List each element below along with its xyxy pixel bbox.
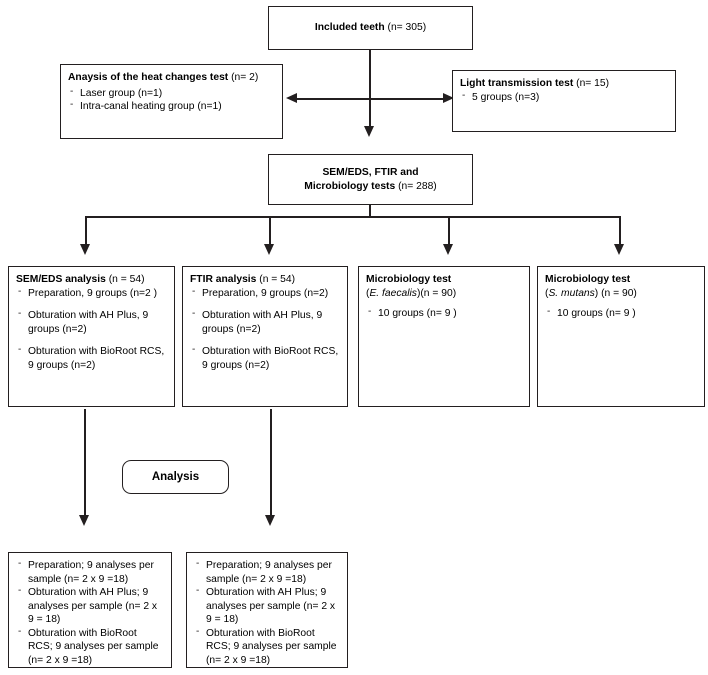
- light-box-item-1: 5 groups (n=3): [460, 89, 668, 105]
- result-left-item-1: Preparation; 9 analyses per sample (n= 2…: [16, 557, 164, 586]
- sem-box-item-3: Obturation with BioRoot RCS, 9 groups (n…: [16, 343, 167, 372]
- heat-box-head: Anaysis of the heat changes test: [68, 72, 229, 83]
- micro1-paren-open: (: [366, 287, 370, 299]
- box-heat-changes-test: Anaysis of the heat changes test (n= 2) …: [60, 64, 283, 139]
- box-microbiology-s-mutans: Microbiology test (S. mutans) (n = 90) 1…: [537, 266, 705, 407]
- connector-left-arm: [296, 98, 370, 100]
- connector-drop-micro2: [619, 216, 621, 246]
- micro2-paren-close: ) (n = 90): [594, 287, 637, 299]
- box-result-left: Preparation; 9 analyses per sample (n= 2…: [8, 552, 172, 668]
- connector-drop-micro1: [448, 216, 450, 246]
- mid-box-line1: SEM/EDS, FTIR and: [322, 166, 419, 178]
- box-sem-eds-analysis: SEM/EDS analysis (n = 54) Preparation, 9…: [8, 266, 175, 407]
- result-right-item-1: Preparation; 9 analyses per sample (n= 2…: [194, 557, 340, 586]
- micro1-box-head: Microbiology test: [366, 274, 452, 285]
- connector-mid-stem: [369, 205, 371, 217]
- heat-box-count: (n= 2): [231, 72, 259, 83]
- micro1-box-item-1: 10 groups (n= 9 ): [366, 305, 522, 321]
- included-teeth-count: (n= 305): [387, 22, 427, 34]
- box-analysis: Analysis: [122, 460, 229, 494]
- heat-box-item-1: Laser group (n=1): [68, 85, 275, 101]
- connector-right-arm: [370, 98, 444, 100]
- ftir-box-heading: FTIR analysis (n = 54): [190, 273, 340, 287]
- connector-drop-ftir: [269, 216, 271, 246]
- connector-sem-to-result: [84, 409, 86, 517]
- ftir-box-item-2: Obturation with AH Plus, 9 groups (n=2): [190, 307, 340, 336]
- mid-box-count: (n= 288): [398, 180, 437, 192]
- micro2-box-item-1: 10 groups (n= 9 ): [545, 305, 697, 321]
- mid-box-line2: Microbiology tests (n= 288): [304, 180, 436, 194]
- arrow-to-ftir-box: [264, 244, 274, 255]
- connector-ftir-to-result: [270, 409, 272, 517]
- ftir-box-item-1: Preparation, 9 groups (n=2): [190, 285, 340, 301]
- analysis-label: Analysis: [151, 471, 200, 483]
- box-included-teeth: Included teeth (n= 305): [268, 6, 473, 50]
- result-left-item-3: Obturation with BioRoot RCS; 9 analyses …: [16, 625, 164, 668]
- connector-top-stem: [369, 50, 371, 128]
- arrow-to-micro1-box: [443, 244, 453, 255]
- micro1-paren-close: )(n = 90): [416, 287, 457, 299]
- light-box-head: Light transmission test: [460, 78, 574, 89]
- micro2-box-head: Microbiology test: [545, 274, 631, 285]
- heat-box-heading: Anaysis of the heat changes test (n= 2): [68, 71, 275, 85]
- ftir-box-item-3: Obturation with BioRoot RCS, 9 groups (n…: [190, 343, 340, 372]
- result-right-item-3: Obturation with BioRoot RCS; 9 analyses …: [194, 625, 340, 668]
- included-teeth-line: Included teeth (n= 305): [315, 21, 426, 35]
- connector-drop-sem: [85, 216, 87, 246]
- micro2-species: S. mutans: [548, 287, 595, 299]
- sem-box-head: SEM/EDS analysis: [16, 274, 106, 285]
- sem-box-heading: SEM/EDS analysis (n = 54): [16, 273, 167, 287]
- connector-four-way-bus: [86, 216, 621, 218]
- light-box-heading: Light transmission test (n= 15): [460, 77, 668, 91]
- micro2-paren-open: (: [545, 287, 549, 299]
- result-left-item-2: Obturation with AH Plus; 9 analyses per …: [16, 584, 164, 627]
- included-teeth-head: Included teeth: [314, 22, 385, 34]
- sem-box-count: (n = 54): [108, 274, 145, 285]
- arrow-to-light-box: [443, 93, 454, 103]
- arrow-to-micro2-box: [614, 244, 624, 255]
- mid-box-head2: Microbiology tests: [304, 180, 396, 192]
- box-microbiology-e-faecalis: Microbiology test (E. faecalis)(n = 90) …: [358, 266, 530, 407]
- micro2-box-species-line: (S. mutans) (n = 90): [545, 287, 697, 301]
- sem-box-item-2: Obturation with AH Plus, 9 groups (n=2): [16, 307, 167, 336]
- result-right-item-2: Obturation with AH Plus; 9 analyses per …: [194, 584, 340, 627]
- light-box-count: (n= 15): [576, 78, 610, 89]
- box-result-right: Preparation; 9 analyses per sample (n= 2…: [186, 552, 348, 668]
- box-sem-ftir-micro-tests: SEM/EDS, FTIR and Microbiology tests (n=…: [268, 154, 473, 205]
- micro1-species: E. faecalis: [369, 287, 417, 299]
- arrow-ftir-to-result: [265, 515, 275, 526]
- ftir-box-head: FTIR analysis: [190, 274, 257, 285]
- arrow-sem-to-result: [79, 515, 89, 526]
- arrow-to-sem-box: [80, 244, 90, 255]
- box-light-transmission-test: Light transmission test (n= 15) 5 groups…: [452, 70, 676, 132]
- sem-box-item-1: Preparation, 9 groups (n=2 ): [16, 285, 167, 301]
- ftir-box-count: (n = 54): [259, 274, 296, 285]
- arrow-top-to-mid: [364, 126, 374, 137]
- heat-box-item-2: Intra-canal heating group (n=1): [68, 98, 275, 114]
- box-ftir-analysis: FTIR analysis (n = 54) Preparation, 9 gr…: [182, 266, 348, 407]
- micro1-box-species-line: (E. faecalis)(n = 90): [366, 287, 522, 301]
- arrow-to-heat-box: [286, 93, 297, 103]
